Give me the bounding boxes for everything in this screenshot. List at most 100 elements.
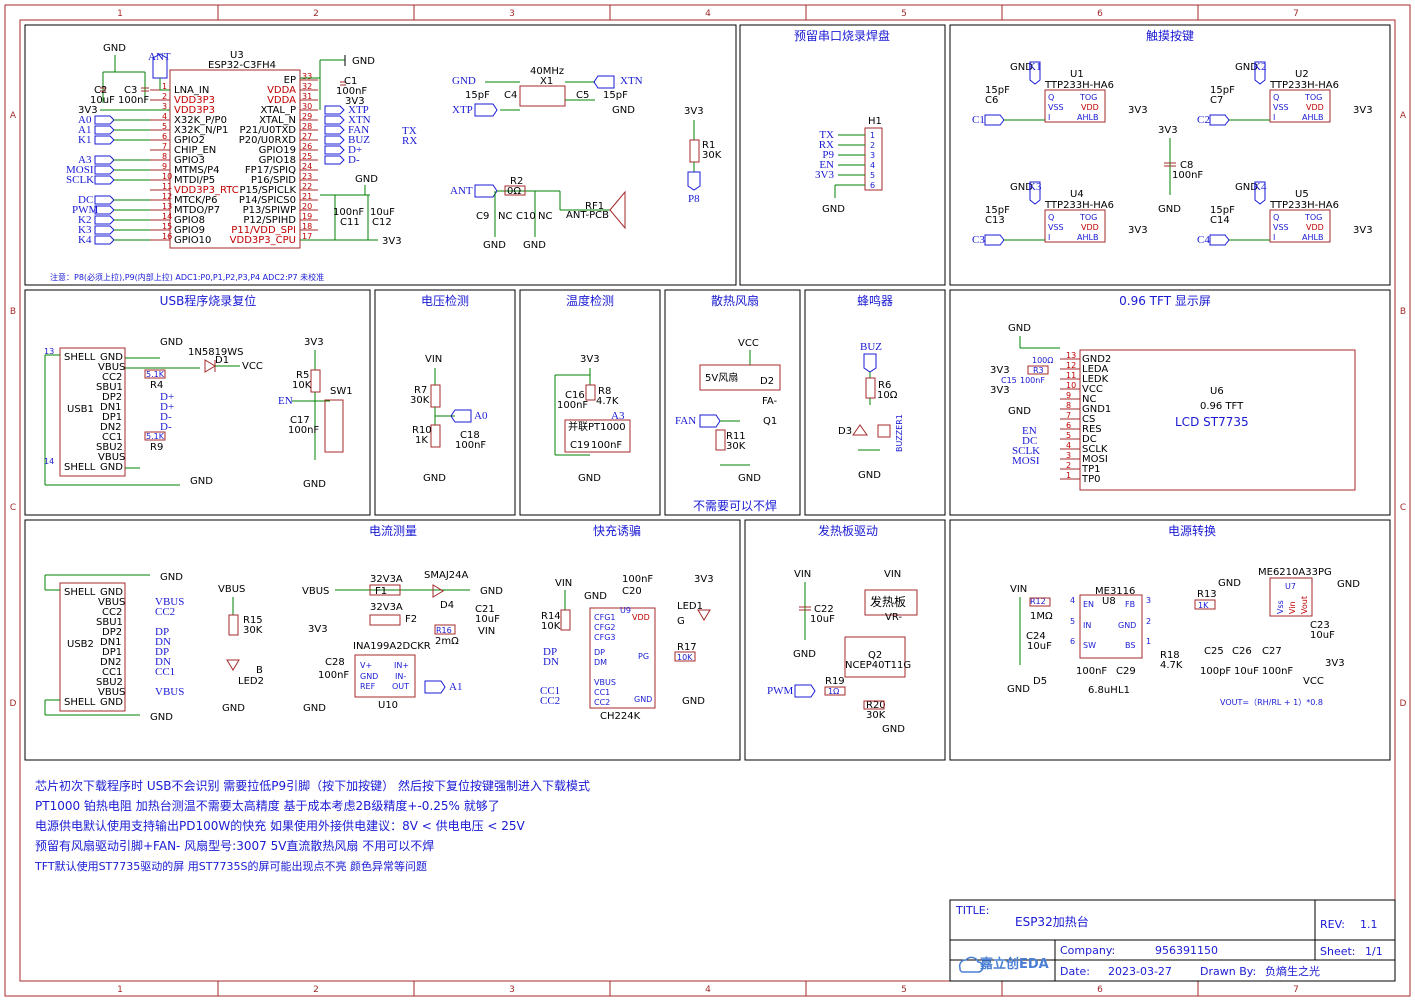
- svg-text:GND: GND: [160, 572, 183, 583]
- svg-text:USB1: USB1: [67, 404, 94, 415]
- mcu-left-pin: GPIO9: [174, 225, 205, 236]
- svg-text:14: 14: [44, 457, 54, 466]
- svg-text:VBUS: VBUS: [594, 678, 616, 687]
- svg-text:GND: GND: [1218, 578, 1241, 589]
- svg-text:100nF: 100nF: [1262, 666, 1293, 677]
- svg-text:VBUS: VBUS: [155, 596, 184, 608]
- svg-text:30K: 30K: [702, 150, 722, 161]
- svg-text:4.7K: 4.7K: [596, 396, 619, 407]
- svg-text:ANT: ANT: [450, 185, 473, 197]
- svg-text:K3: K3: [1028, 181, 1042, 193]
- svg-text:R20: R20: [866, 700, 886, 711]
- tft-ref: U6: [1210, 386, 1224, 397]
- svg-text:100nF: 100nF: [557, 400, 588, 411]
- svg-text:11: 11: [162, 182, 172, 191]
- svg-text:RX: RX: [402, 135, 417, 147]
- svg-text:U8: U8: [1102, 596, 1116, 607]
- svg-text:U2: U2: [1295, 69, 1309, 80]
- svg-text:6: 6: [162, 132, 167, 141]
- svg-text:FA-: FA-: [762, 396, 777, 407]
- svg-text:OUT: OUT: [392, 682, 409, 691]
- col-1: 1: [117, 9, 123, 19]
- svg-text:CFG2: CFG2: [594, 623, 615, 632]
- svg-text:5: 5: [1066, 431, 1071, 440]
- mcu-right-pin: GPIO18: [259, 155, 296, 166]
- tft-pin: DC: [1082, 434, 1097, 445]
- date-value: 2023-03-27: [1108, 965, 1172, 978]
- svg-text:D5: D5: [1033, 676, 1047, 687]
- svg-text:GND: GND: [1337, 579, 1360, 590]
- svg-text:30K: 30K: [410, 395, 430, 406]
- svg-text:C26: C26: [1232, 646, 1252, 657]
- svg-text:DN2: DN2: [100, 657, 122, 668]
- svg-text:22: 22: [302, 182, 312, 191]
- svg-text:10Ω: 10Ω: [877, 390, 898, 401]
- svg-text:D-: D-: [160, 411, 172, 423]
- mcu-left-net: K3: [78, 224, 92, 236]
- mcu-right-pin: FP17/SPIQ: [245, 165, 296, 176]
- svg-text:DN2: DN2: [100, 422, 122, 433]
- svg-text:R14: R14: [541, 611, 561, 622]
- antenna-label: ANT-PCB: [566, 210, 609, 221]
- vout-formula: VOUT=（RH/RL + 1）*0.8: [1220, 698, 1323, 707]
- tft-pin: MOSI: [1082, 454, 1108, 465]
- touch-chips: U1TTP233H-HA6QVSSITOGVDDAHLB3V3GND15pFC6…: [972, 61, 1373, 246]
- svg-text:R19: R19: [825, 676, 845, 687]
- mcu-left-pin: MTDO/P7: [174, 205, 220, 216]
- svg-text:C20: C20: [622, 586, 642, 597]
- svg-text:DN: DN: [155, 636, 171, 648]
- svg-text:C12: C12: [372, 217, 392, 228]
- fan-title: 散热风扇: [711, 293, 759, 308]
- svg-text:4: 4: [1066, 441, 1071, 450]
- drawn-value: 负熵生之光: [1265, 964, 1320, 978]
- svg-text:GND: GND: [452, 75, 476, 87]
- mcu-note: 注意：P8(必须上拉),P9(内部上拉) ADC1:P0,P1,P2,P3,P4…: [50, 272, 324, 282]
- sheet-value: 1/1: [1365, 945, 1383, 958]
- mcu-right-pin: VDD3P3_CPU: [230, 235, 296, 246]
- svg-text:32V3A: 32V3A: [370, 574, 403, 585]
- svg-text:VDD: VDD: [1081, 223, 1099, 232]
- svg-text:3V3: 3V3: [382, 236, 402, 247]
- svg-text:A1: A1: [449, 681, 462, 693]
- mcu-section: [24, 24, 737, 286]
- svg-text:9: 9: [1066, 391, 1071, 400]
- svg-text:15pF: 15pF: [465, 90, 490, 101]
- tft-title: 0.96 TFT 显示屏: [1119, 294, 1211, 308]
- svg-text:10K: 10K: [541, 621, 561, 632]
- svg-text:AHLB: AHLB: [1077, 233, 1098, 242]
- svg-text:R2: R2: [510, 176, 523, 187]
- header-gnd: GND: [822, 204, 845, 215]
- tft-pin: LEDK: [1082, 374, 1109, 385]
- svg-text:C4: C4: [1197, 234, 1210, 246]
- svg-text:VCC: VCC: [1303, 676, 1324, 687]
- svg-text:R15: R15: [243, 615, 263, 626]
- svg-text:2: 2: [1146, 617, 1151, 626]
- svg-text:10uF: 10uF: [1027, 641, 1052, 652]
- svg-text:C3: C3: [972, 234, 985, 246]
- temp-section: [519, 289, 661, 516]
- svg-text:4: 4: [705, 985, 711, 995]
- svg-text:GND: GND: [858, 470, 881, 481]
- svg-text:VSS: VSS: [1273, 223, 1289, 232]
- svg-text:EN: EN: [278, 395, 293, 407]
- tft-pin: NC: [1082, 394, 1096, 405]
- svg-text:VBUS: VBUS: [98, 687, 125, 698]
- sheet-border: [4, 4, 1411, 997]
- svg-text:VDD: VDD: [1306, 103, 1324, 112]
- voltage-section: [374, 289, 516, 516]
- svg-text:TTP233H-HA6: TTP233H-HA6: [1269, 200, 1339, 211]
- svg-text:12: 12: [1066, 361, 1076, 370]
- mcu-right-pin: P13/SPIWP: [243, 205, 296, 216]
- svg-text:29: 29: [302, 112, 312, 121]
- mcu-esp32: U3 ESP32-C3FH4 LNA_IN1VDD3P32VDD3P33X32K…: [50, 43, 417, 282]
- svg-text:2: 2: [1066, 461, 1071, 470]
- svg-text:28: 28: [302, 122, 312, 131]
- tft-model: LCD ST7735: [1175, 415, 1249, 429]
- svg-text:100nF: 100nF: [288, 425, 319, 436]
- svg-text:10uF: 10uF: [1310, 630, 1335, 641]
